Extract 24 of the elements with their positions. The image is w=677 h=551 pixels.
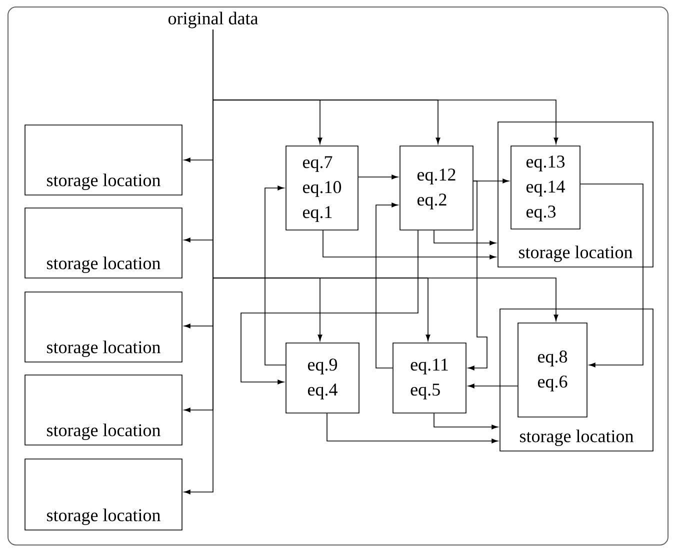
arrow: [322, 230, 496, 260]
arrow: [434, 413, 498, 430]
arrow: [434, 230, 496, 246]
storage-box: storage location: [24, 458, 182, 530]
arrow: [580, 184, 644, 368]
equation-box: eq.12 eq.2: [400, 146, 474, 230]
storage-box: storage location: [24, 292, 182, 362]
storage-box: storage location: [24, 374, 182, 446]
arrow: [212, 29, 558, 322]
equation-box: eq.13 eq.14 eq.3: [510, 146, 580, 230]
equation-box: eq.9 eq.4: [286, 342, 360, 414]
arrow: [264, 186, 286, 366]
arrow: [240, 230, 418, 384]
equation-box: eq.8 eq.6: [518, 322, 588, 418]
storage-box: storage location: [24, 208, 182, 278]
arrow: [326, 413, 498, 444]
storage-box: storage location: [24, 124, 182, 196]
source-label: original data: [168, 12, 258, 28]
equation-box: eq.7 eq.10 eq.1: [286, 146, 358, 230]
arrow: [376, 202, 398, 368]
arrow: [358, 174, 398, 180]
arrow: [468, 180, 488, 370]
arrow: [468, 384, 518, 388]
equation-box: eq.11 eq.5: [392, 342, 466, 414]
